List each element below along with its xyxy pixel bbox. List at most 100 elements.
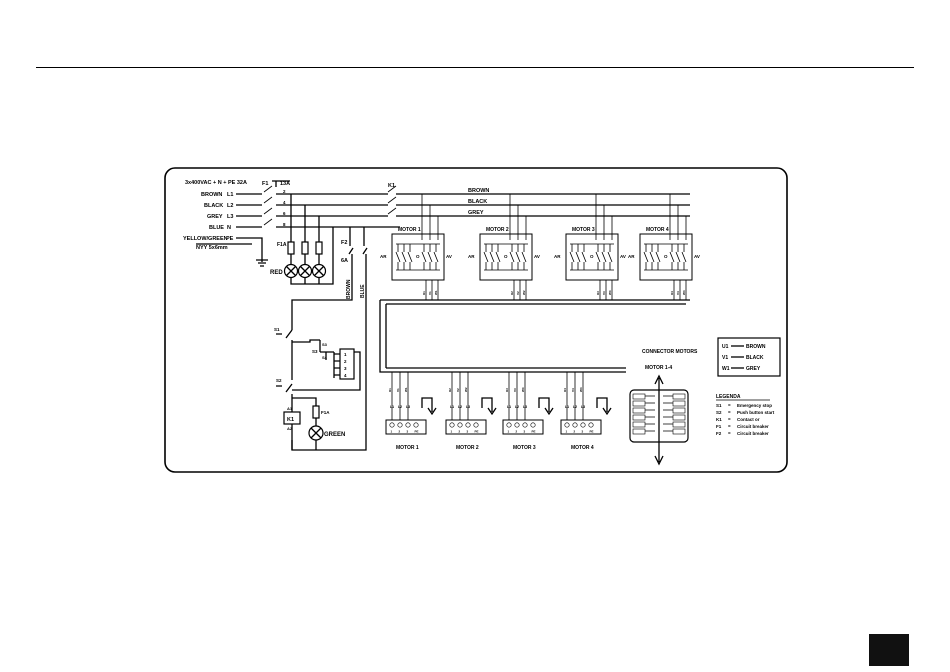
supply-lines: BROWN L1 BLACK L2 GREY L3 BLUE N YELLOW/…	[183, 192, 234, 251]
lamp-crosses	[286, 266, 324, 276]
lamp-leads	[290, 254, 320, 264]
bus-to-contactor	[276, 193, 400, 228]
coil-label: K1	[287, 417, 294, 423]
connector-pin-left	[632, 421, 646, 428]
wire-key-color-2: BLACK	[746, 355, 764, 361]
motor-connector-pin	[405, 422, 411, 428]
supply-rating: 3x400VAC + N + PE 32A	[185, 180, 247, 186]
fuse-ctrl-ref: F2	[341, 240, 347, 246]
motor-connector-name: MOTOR 4	[571, 445, 594, 451]
motor-connector-pin-label: PE	[590, 430, 594, 434]
legend: LEGENDA S1 = Emergency stop S2 = Push bu…	[716, 394, 775, 436]
motor-block-rail	[570, 243, 614, 271]
coil-a1: A1	[287, 406, 293, 411]
motor-block-output-tag: V3	[602, 291, 606, 295]
motor-block-contact	[675, 244, 681, 270]
legend-desc-3: Contact or	[737, 417, 760, 422]
motor-connector-wire-label: L2	[573, 405, 577, 409]
lamp-green-cross	[310, 427, 322, 450]
coil-a2: A2	[287, 426, 293, 431]
motor-block-contact	[421, 244, 427, 270]
motor-block-ar: AR	[380, 254, 387, 259]
motor-connector-wire-label: L1	[450, 405, 454, 409]
supply-cable: NYY 5x6mm	[196, 245, 228, 251]
motor-block-contact	[489, 244, 495, 270]
lamp-feeds	[290, 194, 320, 242]
legend-code-5: F2	[716, 431, 722, 436]
lamp-fuse-3	[315, 241, 323, 255]
motor-block-frame	[479, 233, 533, 281]
motor-block-contact	[407, 244, 413, 270]
motor-connector-wire-label: L1	[390, 405, 394, 409]
legend-eq-1: =	[728, 403, 731, 408]
motor-connector-pin	[413, 422, 419, 428]
motor-connector-pin	[506, 422, 512, 428]
connector-subtitle: MOTOR 1-4	[645, 365, 672, 371]
motor-connector-pin-label: 3	[582, 430, 584, 434]
ctrl-wire-blue: BLUE	[360, 284, 366, 298]
motor-connector-earth	[596, 397, 612, 416]
motor-block-output-tag: V4	[676, 291, 680, 295]
legend-eq-2: =	[728, 410, 731, 415]
motor-block-o: O	[590, 254, 594, 259]
fuse-ctrl-contact	[348, 227, 354, 255]
terminal-1: 1	[344, 352, 347, 357]
lamp-green-label: GREEN	[324, 432, 345, 438]
connector-pin-left	[632, 428, 646, 435]
motor-connector-wire-tag: W3	[521, 387, 525, 392]
motor-block-rail	[484, 243, 528, 271]
lamp-red-label: RED	[270, 270, 283, 276]
supply-terminals	[236, 193, 263, 262]
wire-key-color-3: GREY	[746, 366, 761, 372]
supply-label-n: N	[227, 225, 231, 231]
supply-color-blue: BLUE	[209, 225, 224, 231]
connector-axis	[654, 374, 664, 466]
motor-block-contact	[649, 244, 655, 270]
motor-block-contact	[515, 244, 521, 270]
motor-block-output-tag: U3	[596, 291, 600, 295]
supply-color-brown: BROWN	[201, 192, 222, 198]
terminal-wiring	[292, 351, 361, 391]
motor-block-contact	[395, 244, 401, 270]
connector-pin-right	[672, 414, 686, 421]
connector-pin-left	[632, 393, 646, 400]
red-lamps	[283, 263, 327, 279]
pin-6: 6	[283, 211, 286, 216]
legend-eq-5: =	[728, 431, 731, 436]
wire-key-code-3: W1	[722, 366, 730, 372]
motor-connector-pin	[530, 422, 536, 428]
lamp-fuse-1	[287, 241, 295, 255]
motor-block-contact	[601, 244, 607, 270]
emergency-stop	[276, 329, 293, 380]
motor-connector-name: MOTOR 3	[513, 445, 536, 451]
motor-connector-pin-label: 1	[566, 430, 568, 434]
motor-block-contact	[643, 244, 649, 270]
green-fuse-ref: F1A	[321, 410, 330, 415]
motor-block-contact	[495, 244, 501, 270]
motor-connector-pin-label: 3	[467, 430, 469, 434]
motor-block-contact	[483, 244, 489, 270]
motor-block-contact	[681, 244, 687, 270]
fuse-lamp-ref: F1A	[277, 242, 287, 248]
motor-block-output-tag: W3	[608, 290, 612, 295]
motor-block-contact	[607, 244, 613, 270]
motor-block-o: O	[504, 254, 508, 259]
wire-key-code-1: U1	[722, 344, 729, 350]
motor-block-av: AV	[446, 254, 452, 259]
motor-block-contact	[433, 244, 439, 270]
motor-connector-pin	[588, 422, 594, 428]
motor-block-output-tag: W4	[682, 290, 686, 295]
supply-color-grey: GREY	[207, 214, 223, 220]
connector-pin-right	[672, 407, 686, 414]
motor-connector-pin	[522, 422, 528, 428]
motor-connector-pin	[449, 422, 455, 428]
pin-4: 4	[283, 200, 286, 205]
motor-connector-pin	[465, 422, 471, 428]
motor-block-frame	[639, 233, 693, 281]
motor-block-frame	[391, 233, 445, 281]
